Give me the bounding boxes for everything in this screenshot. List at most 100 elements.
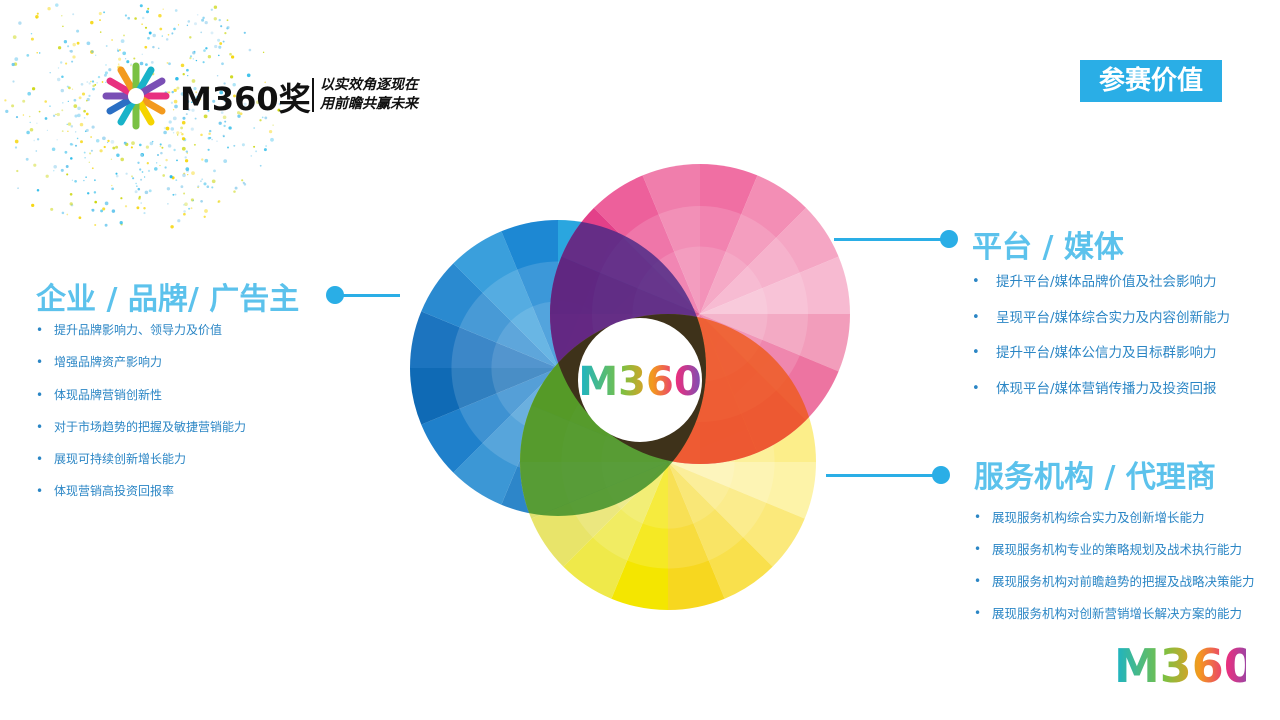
wheel-sector xyxy=(453,368,558,505)
particle-dot xyxy=(62,102,64,104)
particle-dot xyxy=(194,117,197,120)
particle-dot xyxy=(104,71,108,75)
particle-dot xyxy=(174,104,178,109)
particle-dot xyxy=(174,9,178,12)
particle-dot xyxy=(186,99,190,104)
particle-dot xyxy=(265,145,267,147)
particle-dot xyxy=(69,192,73,196)
particle-dot xyxy=(138,143,142,147)
particle-dot xyxy=(200,133,203,137)
particle-dot xyxy=(93,191,97,194)
particle-dot xyxy=(227,146,229,149)
particle-dot xyxy=(181,146,186,151)
logo-divider xyxy=(312,78,314,112)
particle-dot xyxy=(136,206,140,210)
particle-dot xyxy=(159,27,163,31)
particle-dot xyxy=(169,175,173,179)
particle-dot xyxy=(62,25,64,28)
particle-dot xyxy=(12,35,17,39)
particle-dot xyxy=(203,49,206,52)
particle-dot xyxy=(163,126,167,130)
particle-dot xyxy=(28,115,31,118)
wheel-sector xyxy=(700,164,758,314)
particle-dot xyxy=(131,141,135,145)
particle-dot xyxy=(30,37,34,41)
particle-dot xyxy=(170,101,174,104)
particle-dot xyxy=(66,173,69,176)
particle-dot xyxy=(22,114,25,116)
particle-dot xyxy=(117,63,120,65)
particle-dot xyxy=(99,31,102,33)
particle-dot xyxy=(230,55,235,59)
particle-dot xyxy=(263,148,267,152)
particle-dot xyxy=(139,4,143,8)
particle-dot xyxy=(61,211,65,215)
particle-dot xyxy=(166,187,171,191)
particle-dot xyxy=(239,112,243,116)
particle-dot xyxy=(89,152,92,155)
particle-dot xyxy=(85,176,87,178)
particle-dot xyxy=(192,199,194,202)
particle-dot xyxy=(36,52,38,54)
particle-dot xyxy=(217,38,221,42)
list-item: 展现服务机构对创新营销增长解决方案的能力 xyxy=(974,605,1255,637)
particle-dot xyxy=(162,8,164,10)
particle-dot xyxy=(97,75,101,79)
particle-dot xyxy=(123,34,125,37)
particle-dot xyxy=(166,61,169,64)
particle-dot xyxy=(15,116,19,119)
particle-dot xyxy=(224,120,227,123)
particle-dot xyxy=(182,73,185,76)
particle-dot xyxy=(272,124,274,126)
particle-dot xyxy=(91,125,95,129)
particle-dot xyxy=(210,31,214,35)
particle-dot xyxy=(185,113,188,116)
particle-dot xyxy=(185,87,189,91)
particle-dot xyxy=(268,129,273,134)
particle-dot xyxy=(262,51,265,54)
particle-dot xyxy=(70,157,73,160)
platform-heading: 平台 / 媒体 xyxy=(972,230,1124,265)
particle-dot xyxy=(134,17,137,20)
particle-dot xyxy=(197,95,201,100)
particle-dot xyxy=(86,81,89,83)
particle-dot xyxy=(64,150,68,154)
particle-dot xyxy=(126,60,130,64)
platform-connector-dot xyxy=(940,230,958,248)
particle-dot xyxy=(180,63,185,68)
particle-dot xyxy=(167,203,169,205)
particle-dot xyxy=(204,209,208,213)
wheel-sector xyxy=(700,207,839,314)
particle-dot xyxy=(184,202,188,207)
particle-dot xyxy=(14,57,19,61)
particle-dot xyxy=(190,198,194,202)
particle-dot xyxy=(216,74,219,77)
particle-dot xyxy=(165,126,170,131)
list-item: 体现平台/媒体营销传播力及投资回报 xyxy=(972,380,1230,416)
particle-dot xyxy=(31,87,36,91)
particle-dot xyxy=(127,16,131,20)
particle-dot xyxy=(183,192,186,195)
particle-dot xyxy=(223,82,226,85)
list-item: 展现服务机构综合实力及创新增长能力 xyxy=(974,509,1255,541)
particle-dot xyxy=(213,5,218,9)
particle-dot xyxy=(217,201,219,203)
particle-dot xyxy=(278,102,282,106)
particle-dot xyxy=(180,185,184,189)
particle-dot xyxy=(131,175,133,178)
particle-dot xyxy=(185,167,190,171)
brand-heading: 企业 / 品牌/ 广告主 xyxy=(36,282,300,317)
particle-dot xyxy=(22,99,26,103)
particle-dot xyxy=(29,121,31,124)
particle-dot xyxy=(90,80,92,83)
particle-dot xyxy=(111,184,113,187)
particle-dot xyxy=(157,47,160,50)
particle-dot xyxy=(189,55,193,58)
particle-dot xyxy=(36,138,40,141)
particle-dot xyxy=(94,84,97,86)
particle-dot xyxy=(175,76,179,81)
particle-dot xyxy=(180,126,184,130)
particle-dot xyxy=(69,202,73,206)
particle-dot xyxy=(31,203,35,208)
particle-dot xyxy=(185,150,188,153)
